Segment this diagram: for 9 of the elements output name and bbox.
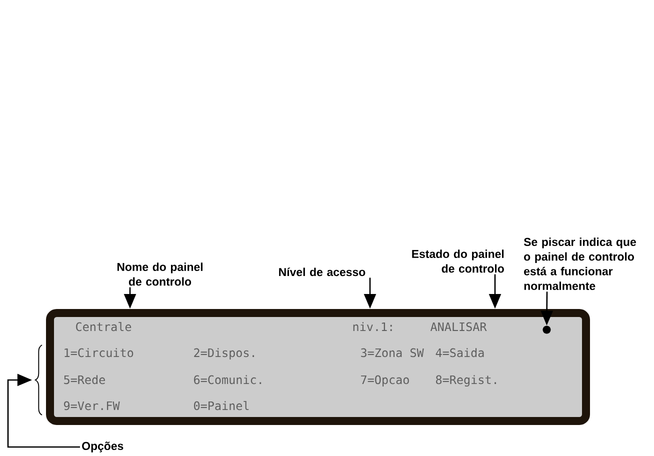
callout-text: Se piscar indica que o painel de controlo está a funcionar normalmente xyxy=(524,238,636,290)
display-panel: Centrale niv.1: ANALISAR 1=Circuito 2=Dispos. 3=Zona SW 4=Saida 5=Rede 6=Comunic. 7=Opcao 8=Regist. 9=Ver.FW 0=Painel xyxy=(46,309,590,425)
callout-text: Estado do painel de controlo xyxy=(412,250,504,273)
callout-text: Nível de acesso xyxy=(279,268,366,276)
brace xyxy=(34,344,42,416)
arrow xyxy=(7,374,80,448)
callout-text: Nome do painel de controlo xyxy=(117,262,202,286)
status-dot xyxy=(542,326,551,334)
callout-text: Opções xyxy=(82,442,124,452)
